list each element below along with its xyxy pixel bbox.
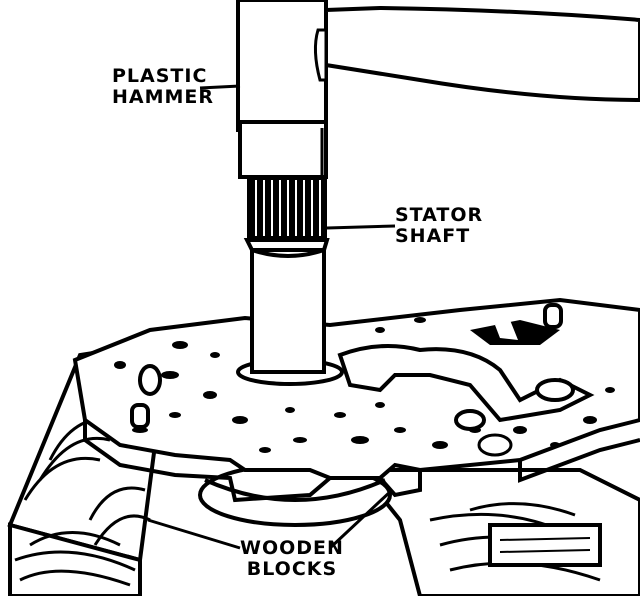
blocks-leader-right xyxy=(328,488,394,550)
plastic-hammer-label-line1: PLASTIC xyxy=(112,65,208,87)
leader-lines xyxy=(147,84,396,550)
plastic-hammer xyxy=(236,0,640,179)
plastic-hammer-label: PLASTIC HAMMER xyxy=(112,66,214,108)
stator-shaft-label: STATOR SHAFT xyxy=(395,205,483,247)
plastic-hammer-label-line2: HAMMER xyxy=(112,86,215,108)
wooden-blocks-label: WOODEN BLOCKS xyxy=(240,538,344,580)
wooden-blocks-label-line1: WOODEN xyxy=(240,537,344,559)
stator-shaft xyxy=(236,175,344,386)
wooden-blocks-label-line2: BLOCKS xyxy=(246,558,338,580)
stator-shaft-label-line2: SHAFT xyxy=(395,225,471,247)
blocks-leader-left xyxy=(147,518,241,550)
stator-leader xyxy=(326,224,396,230)
pump-body-plate xyxy=(72,297,640,503)
stator-shaft-label-line1: STATOR xyxy=(395,204,484,226)
hammer-leader xyxy=(199,84,241,90)
wooden-block-right xyxy=(355,468,640,596)
